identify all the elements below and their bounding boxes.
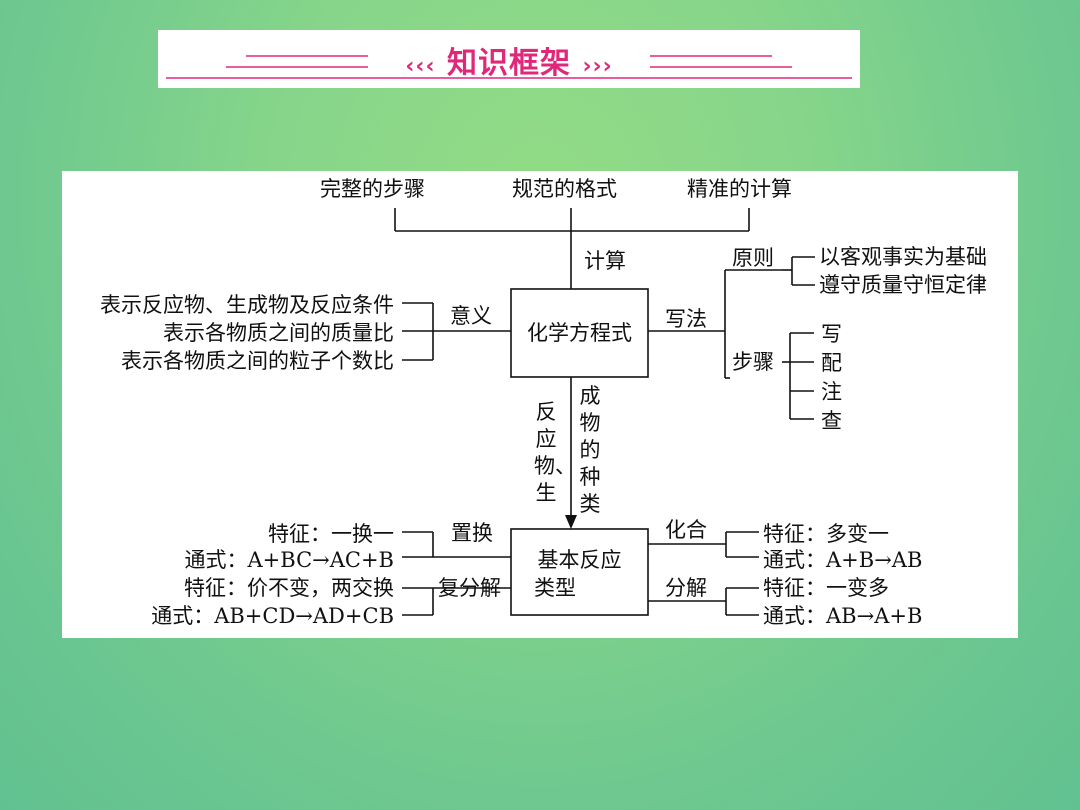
writing-label: 写法 — [665, 307, 707, 331]
step-balance: 配 — [821, 351, 842, 375]
decomposition-formula: 通式：AB→A+B — [763, 604, 923, 628]
calc-item-accuracy: 精准的计算 — [687, 177, 792, 201]
step-write: 写 — [821, 322, 842, 346]
steps-label: 步骤 — [732, 350, 774, 374]
double-decomposition-label: 复分解 — [438, 576, 501, 600]
principle-item-conservation: 遵守质量守恒定律 — [819, 273, 987, 297]
displacement-formula: 通式：A+BC→AC+B — [184, 548, 394, 572]
meaning-item-conditions: 表示反应物、生成物及反应条件 — [100, 293, 394, 317]
displacement-label: 置换 — [451, 521, 493, 545]
combination-feature: 特征：多变一 — [763, 522, 889, 546]
arrow-label-right: 成物的种类 — [579, 384, 601, 516]
combination-formula: 通式：A+B→AB — [763, 548, 923, 572]
combination-label: 化合 — [665, 518, 707, 542]
step-annotate: 注 — [821, 380, 842, 404]
step-check: 查 — [821, 409, 842, 433]
decomposition-feature: 特征：一变多 — [763, 576, 889, 600]
reaction-type-box-line2: 类型 — [534, 576, 576, 600]
displacement-feature: 特征：一换一 — [268, 522, 394, 546]
principle-label: 原则 — [732, 246, 774, 270]
decomposition-label: 分解 — [665, 576, 707, 600]
calc-item-format: 规范的格式 — [512, 177, 617, 201]
reaction-type-box-line1: 基本反应 — [537, 548, 622, 572]
double-decomposition-feature: 特征：价不变，两交换 — [184, 576, 394, 600]
double-decomposition-formula: 通式：AB+CD→AD+CB — [151, 604, 394, 628]
meaning-label: 意义 — [450, 304, 492, 328]
knowledge-diagram: 完整的步骤 规范的格式 精准的计算 计算 化学方程式 表示反应物、生成物及反应条… — [62, 171, 1018, 638]
meaning-item-particle-ratio: 表示各物质之间的粒子个数比 — [121, 349, 394, 373]
calc-label: 计算 — [584, 249, 626, 273]
banner-decoration — [166, 55, 852, 79]
banner-title: ‹‹‹ 知识框架 ››› — [158, 38, 860, 82]
banner-right-chevrons: ››› — [582, 54, 613, 79]
calc-item-steps: 完整的步骤 — [320, 177, 425, 201]
arrow-head — [565, 515, 577, 529]
meaning-item-mass-ratio: 表示各物质之间的质量比 — [163, 321, 394, 345]
section-banner: ‹‹‹ 知识框架 ››› — [158, 30, 860, 88]
principle-item-facts: 以客观事实为基础 — [819, 245, 987, 269]
banner-title-text: 知识框架 — [447, 46, 571, 81]
center-node: 化学方程式 — [527, 321, 632, 345]
arrow-label-left: 反应物、生 — [534, 400, 576, 505]
banner-left-chevrons: ‹‹‹ — [405, 54, 436, 79]
diagram-lines — [394, 208, 815, 616]
